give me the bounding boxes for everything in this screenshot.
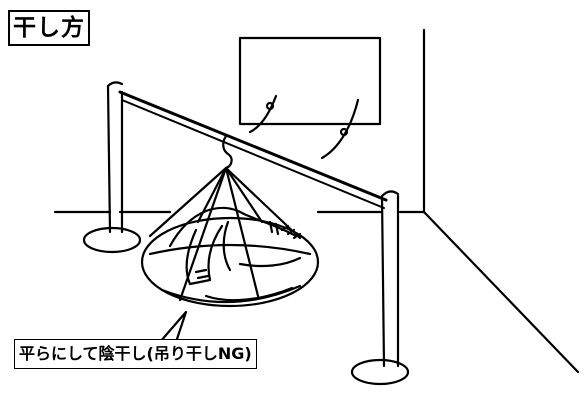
- caption-pointer: [158, 310, 188, 344]
- drying-rack: [82, 81, 410, 386]
- wall-window: [238, 36, 382, 160]
- room-lines: [53, 28, 580, 374]
- hanging-net: [140, 134, 320, 308]
- page-title: 干し方: [8, 10, 90, 46]
- caption-label: 平らにして陰干し(吊り干しNG): [14, 339, 257, 369]
